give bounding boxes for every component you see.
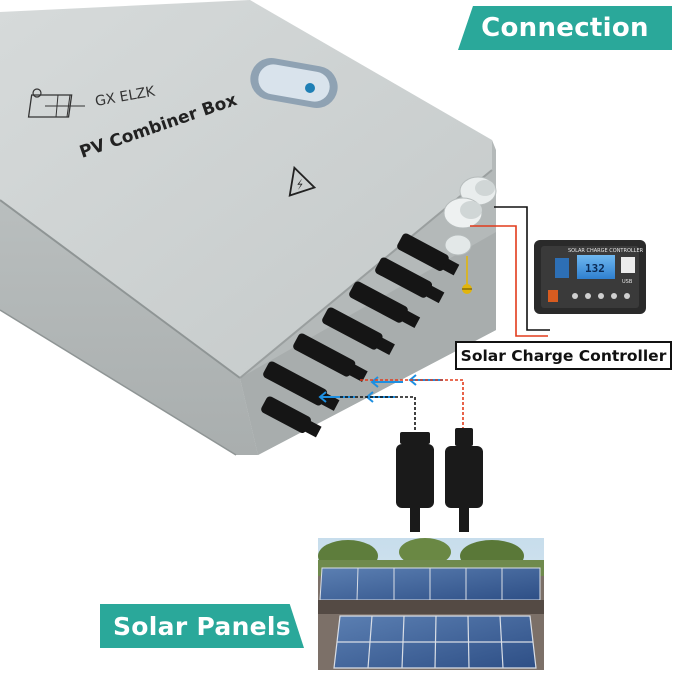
panel-connector-positive <box>445 428 483 532</box>
panel-wires <box>340 379 464 430</box>
solar-panels-photo <box>318 538 544 670</box>
combiner-box: GX ELZK PV Combiner Box ⚡ <box>0 0 497 456</box>
lock-handle <box>250 58 338 108</box>
brand-logo-icon <box>27 88 85 118</box>
controller-screen <box>577 255 615 279</box>
ground-icon <box>462 284 472 294</box>
svg-text:132: 132 <box>585 262 605 275</box>
svg-text:⚡: ⚡ <box>294 177 306 193</box>
svg-text:USB: USB <box>622 279 633 285</box>
box-top-face <box>0 0 492 378</box>
box-front-face <box>0 200 258 455</box>
solar-charge-controller: SOLAR CHARGE CONTROLLER 132 USB <box>534 240 646 314</box>
cable-glands <box>443 176 497 256</box>
connection-badge: Connection <box>458 6 672 50</box>
solar-panels-badge: Solar Panels <box>100 604 304 648</box>
svg-text:SOLAR CHARGE CONTROLLER: SOLAR CHARGE CONTROLLER <box>568 248 644 254</box>
solar-charge-controller-label: Solar Charge Controller <box>455 341 672 370</box>
high-voltage-warning-icon: ⚡ <box>288 165 317 197</box>
mc4-connectors <box>261 233 460 438</box>
controller-wires <box>466 206 550 337</box>
panel-connector-negative <box>396 432 434 532</box>
